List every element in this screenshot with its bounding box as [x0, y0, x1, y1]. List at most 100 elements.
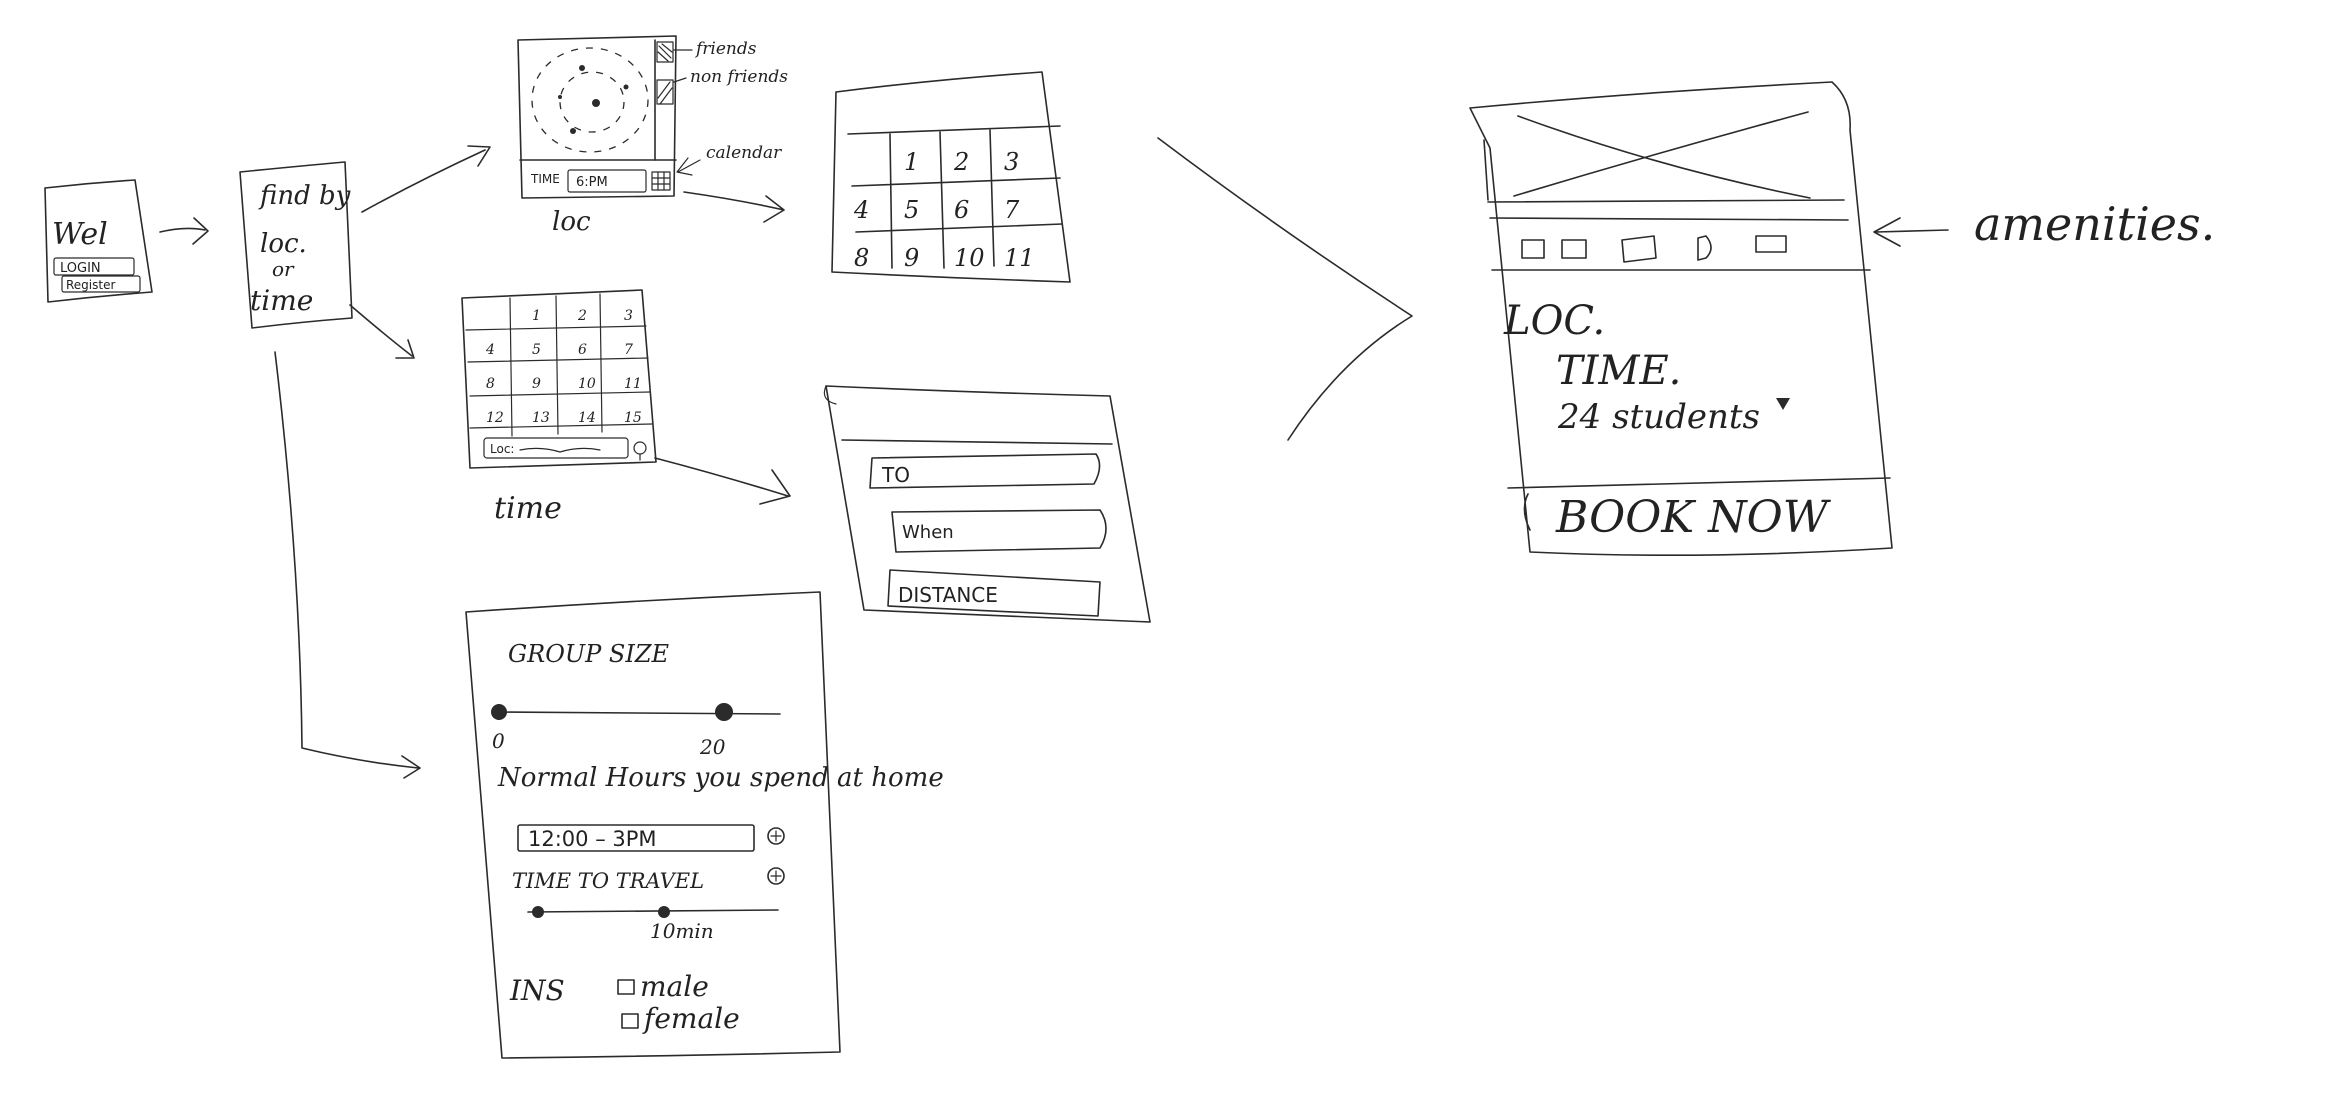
annotation-friends: friends — [694, 39, 757, 59]
arrow-to-detail — [1157, 137, 1413, 441]
time-calendar-cell-5[interactable]: 5 — [532, 342, 541, 358]
travel-time-slider[interactable] — [527, 906, 779, 918]
filter-to-field[interactable]: TO — [869, 453, 1101, 489]
register-label: Register — [66, 278, 115, 292]
filter-distance-label: DISTANCE — [898, 583, 998, 607]
time-calendar-cell-4[interactable]: 4 — [485, 342, 495, 358]
friends-toggle-icon[interactable] — [656, 41, 674, 63]
find-by-line1: find by — [258, 181, 351, 211]
add-hours-icon[interactable] — [767, 827, 785, 845]
travel-value: 10min — [650, 919, 714, 943]
filter-when-label: When — [902, 522, 954, 543]
loc-calendar-cell-5[interactable]: 5 — [904, 196, 919, 224]
time-calendar-cell-14[interactable]: 14 — [578, 410, 596, 426]
loc-calendar: 1 2 3 4 5 6 7 8 9 10 11 — [831, 71, 1071, 283]
time-calendar-cell-7[interactable]: 7 — [624, 342, 633, 358]
leader-calendar — [676, 157, 701, 176]
loc-calendar-cell-6[interactable]: 6 — [954, 196, 969, 224]
time-loc-field[interactable]: Loc: — [483, 437, 629, 459]
time-calendar-cell-1[interactable]: 1 — [532, 308, 541, 324]
loc-time-label: TIME — [530, 172, 560, 186]
travel-label: TIME TO TRAVEL — [512, 869, 704, 893]
loc-calendar-cell-4[interactable]: 4 — [853, 196, 869, 224]
loc-calendar-cell-1[interactable]: 1 — [904, 148, 919, 176]
detail-time: TIME. — [1556, 348, 1681, 394]
arrow-find-to-loc — [361, 145, 491, 213]
non-friends-toggle-icon[interactable] — [656, 79, 674, 105]
female-label: female — [642, 1002, 740, 1035]
time-calendar-cell-3[interactable]: 3 — [624, 308, 633, 324]
hours-value: 12:00 – 3PM — [528, 827, 657, 851]
book-now-button[interactable]: BOOK NOW — [1555, 492, 1832, 543]
loc-calendar-cells: 1 2 3 4 5 6 7 8 9 10 11 — [853, 148, 1035, 272]
loc-screen-label: loc — [552, 207, 591, 237]
find-by-line4: time — [250, 284, 313, 317]
amenities-note: amenities. — [1974, 197, 2215, 251]
arrow-welcome-to-find — [159, 217, 209, 245]
group-size-max: 20 — [699, 735, 726, 759]
group-size-title: GROUP SIZE — [508, 640, 670, 668]
image-placeholder — [1513, 111, 1811, 199]
hours-question: Normal Hours you spend at home — [497, 763, 944, 793]
loc-calendar-cell-9[interactable]: 9 — [904, 244, 919, 272]
time-screen-label: time — [494, 491, 562, 526]
arrow-find-to-prefs — [274, 351, 421, 779]
find-by-line2: loc. — [260, 229, 307, 259]
detail-screen: LOC. TIME. 24 students BOOK NOW — [1469, 81, 1893, 556]
annotation-non-friends: non friends — [690, 67, 788, 87]
login-label: LOGIN — [60, 261, 101, 276]
detail-students: 24 students — [1557, 397, 1760, 437]
filter-to-label: TO — [881, 463, 910, 487]
loc-screen: TIME 6:PM — [517, 35, 677, 199]
location-pin-icon[interactable] — [633, 441, 647, 461]
time-calendar-cell-13[interactable]: 13 — [532, 410, 550, 426]
register-button[interactable]: Register — [61, 275, 141, 293]
welcome-screen: Wel LOGIN Register — [44, 179, 153, 303]
calendar-icon[interactable] — [651, 171, 671, 191]
amenities-arrow — [1873, 217, 1949, 247]
time-calendar-cell-8[interactable]: 8 — [486, 376, 495, 392]
time-calendar-cell-15[interactable]: 15 — [624, 410, 642, 426]
loc-calendar-cell-3[interactable]: 3 — [1004, 148, 1019, 176]
loc-calendar-cell-7[interactable]: 7 — [1004, 196, 1020, 224]
loc-calendar-cell-2[interactable]: 2 — [953, 148, 969, 176]
filters-screen: TO When DISTANCE — [823, 385, 1151, 623]
map-area[interactable] — [531, 47, 649, 153]
login-button[interactable]: LOGIN — [53, 257, 135, 276]
find-by-screen: find by loc. or time — [239, 161, 353, 329]
preferences-screen: GROUP SIZE 0 20 Normal Hours you spend a… — [465, 591, 944, 1059]
time-calendar-cell-6[interactable]: 6 — [578, 342, 587, 358]
add-travel-icon[interactable] — [767, 867, 785, 885]
arrow-time-to-filters — [654, 457, 791, 505]
amenity-icons — [1521, 235, 1787, 263]
time-calendar-cell-12[interactable]: 12 — [486, 410, 504, 426]
loc-time-field[interactable]: 6:PM — [567, 169, 647, 193]
group-size-slider[interactable] — [491, 703, 781, 721]
loc-time-value: 6:PM — [576, 175, 608, 190]
loc-calendar-cell-8[interactable]: 8 — [854, 244, 869, 272]
time-calendar-grid — [465, 293, 653, 437]
group-size-min: 0 — [492, 729, 505, 753]
loc-calendar-cell-10[interactable]: 10 — [954, 244, 985, 272]
book-now-label: BOOK NOW — [1555, 492, 1832, 543]
leader-non-friends — [673, 77, 687, 83]
time-calendar-cell-11[interactable]: 11 — [624, 376, 642, 392]
students-dropdown-icon[interactable] — [1776, 398, 1790, 410]
time-calendar-cell-2[interactable]: 2 — [577, 308, 587, 324]
male-label: male — [640, 970, 709, 1003]
ins-label: INS — [509, 974, 565, 1007]
female-checkbox[interactable] — [621, 1013, 639, 1029]
loc-calendar-cell-11[interactable]: 11 — [1004, 244, 1035, 272]
filter-distance-field[interactable]: DISTANCE — [887, 569, 1101, 617]
male-checkbox[interactable] — [617, 979, 635, 995]
hours-field[interactable]: 12:00 – 3PM — [517, 824, 755, 852]
detail-loc: LOC. — [1503, 298, 1605, 344]
welcome-title: Wel — [52, 217, 108, 252]
filter-when-field[interactable]: When — [891, 509, 1107, 553]
time-calendar-cell-9[interactable]: 9 — [532, 376, 541, 392]
time-loc-label: Loc: — [490, 442, 514, 456]
arrow-find-to-time — [349, 304, 415, 359]
arrow-loc-to-calendar — [683, 191, 785, 223]
time-calendar-cell-10[interactable]: 10 — [578, 376, 596, 392]
